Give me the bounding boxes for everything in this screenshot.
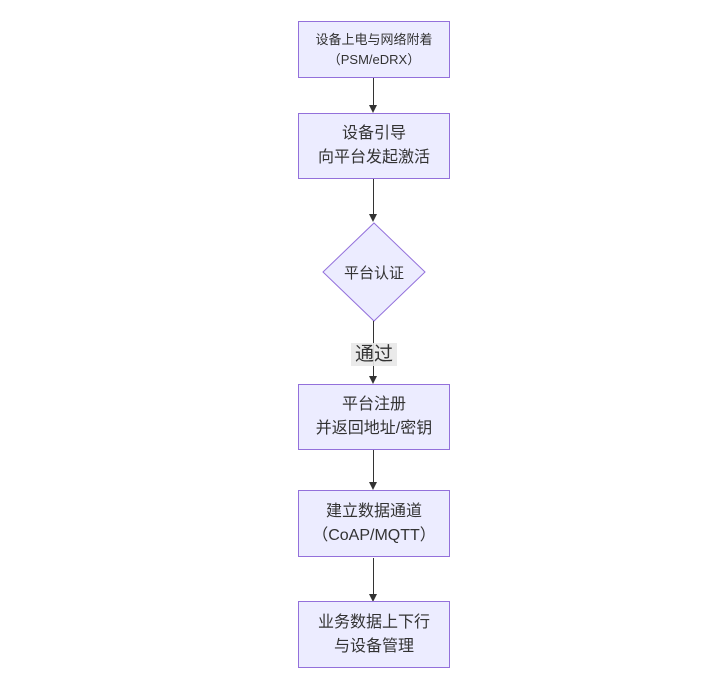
node-label-line: 与设备管理 (333, 637, 414, 655)
edge-channel-to-business (369, 558, 377, 602)
node-label-line: （PSM/eDRX） (327, 51, 421, 67)
edge-bootstrap-to-auth (369, 179, 377, 222)
flow-node-bootstrap: 设备引导 向平台发起激活 (298, 113, 450, 179)
arrow-down-icon (369, 594, 377, 602)
node-label-line: 向平台发起激活 (317, 149, 430, 166)
node-label-line: 业务数据上下行 (317, 613, 430, 631)
edge-start-to-bootstrap (369, 78, 377, 113)
edge-register-to-channel (369, 450, 377, 490)
node-label-line: 建立数据通道 (325, 502, 422, 520)
decision-diamond-shape (322, 222, 426, 322)
flow-node-register: 平台注册 并返回地址/密钥 (298, 384, 450, 450)
node-label-line: 设备上电与网络附着 (315, 31, 433, 47)
flow-node-data-channel: 建立数据通道 （CoAP/MQTT） (298, 490, 450, 557)
arrow-down-icon (369, 482, 377, 490)
node-label-line: 平台认证 (343, 264, 404, 282)
node-label-line: 并返回地址/密钥 (315, 420, 433, 437)
node-label-line: 设备引导 (341, 125, 406, 142)
node-label-line: 平台注册 (341, 396, 406, 413)
edge-label-pass: 通过 (350, 343, 398, 366)
flow-node-business-data: 业务数据上下行 与设备管理 (298, 601, 450, 668)
node-label-line: （CoAP/MQTT） (312, 526, 436, 544)
flow-node-power-attach: 设备上电与网络附着 （PSM/eDRX） (298, 21, 450, 78)
arrow-down-icon (369, 105, 377, 113)
arrow-down-icon (369, 376, 377, 384)
flow-node-platform-auth: 平台认证 (322, 222, 426, 322)
arrow-down-icon (369, 214, 377, 222)
